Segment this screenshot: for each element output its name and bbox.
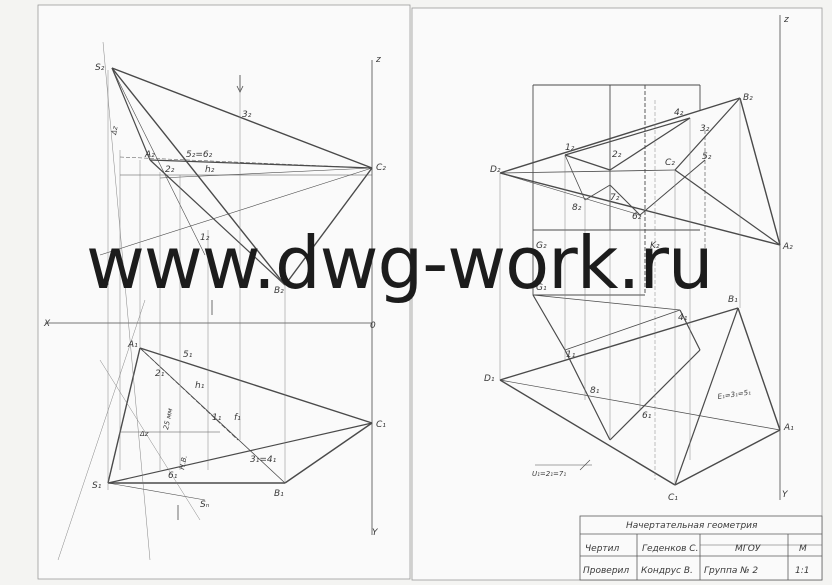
right-label-b2: B₂ [743, 93, 753, 103]
right-label-point-4-2: 4₂ [674, 108, 684, 118]
right-label-point-6-2: 6₂ [632, 212, 642, 222]
left-drawing [45, 41, 373, 561]
right-label-point-2-2: 2₂ [612, 150, 622, 160]
right-label-point-5-2: 5₂ [702, 152, 712, 162]
right-label-d1: D₁ [484, 374, 495, 384]
right-label-point-7-2: 7₂ [610, 193, 620, 203]
label-a2: A₂ [144, 150, 155, 160]
label-point-1-2: 1₂ [200, 233, 210, 243]
right-label-point-8-1: 8₁ [590, 386, 600, 396]
label-point-2-1: 2₁ [155, 369, 165, 379]
right-labels: z Y D₂ 1₂ 2₂ C₂ 4₂ 3₂ B₂ 5₂ 8₂ 7₂ 6₂ A₂ … [484, 15, 794, 503]
right-label-point-3-2: 3₂ [700, 124, 710, 134]
title-block-checked-name: Кондрус В. [641, 566, 693, 576]
label-point-2-2: 2₂ [165, 165, 175, 175]
label-point-3-2: 3₂ [242, 110, 252, 120]
label-y-axis: Y [372, 528, 379, 538]
title-block-drew-name: Геденков С. [642, 544, 698, 554]
right-label-k2: K₂ [650, 241, 660, 251]
right-label-point-4-1: 4₁ [678, 313, 688, 323]
label-a1: A₁ [127, 340, 138, 350]
label-d2: D₂ [490, 165, 501, 175]
right-label-a1: A₁ [783, 423, 794, 433]
title-block-group: Группа № 2 [704, 566, 758, 576]
label-delta-z-2: Δz [139, 430, 149, 438]
right-frontal-projection [499, 97, 781, 270]
label-h2: h₂ [205, 165, 215, 175]
label-delta-z: Δz [110, 125, 120, 136]
label-z-axis: z [375, 55, 381, 65]
right-label-g2: G₂ [536, 241, 547, 251]
right-label-a2: A₂ [782, 242, 793, 252]
label-point-6-1: 6₁ [168, 471, 178, 481]
right-label-c2: C₂ [665, 158, 675, 168]
right-label-point-6-1: 6₁ [642, 411, 652, 421]
left-arrows [107, 75, 244, 520]
label-c2: C₂ [376, 163, 386, 173]
left-construction-lines [57, 41, 286, 561]
right-label-u1: U₁=2₁=7₁ [532, 470, 566, 478]
right-horizontal-projection [499, 294, 781, 486]
label-c1: C₁ [376, 420, 386, 430]
right-label-c1: C₁ [668, 493, 678, 503]
frontal-projection [99, 67, 373, 286]
title-block [579, 515, 823, 581]
title-block-org: МГОУ [735, 544, 761, 554]
horizontal-projection [107, 347, 373, 501]
label-x-axis: X [43, 319, 51, 329]
right-sheet-frame [411, 7, 823, 581]
right-label-z-axis: z [783, 15, 789, 25]
title-block-text: Начертательная геометрия Чертил Геденков… [583, 521, 809, 576]
label-f1: f₁ [234, 413, 241, 423]
label-h1: h₁ [195, 381, 205, 391]
label-point-3-4-1: 3₁=4₁ [250, 455, 277, 465]
label-natural-size: H.B. [178, 455, 189, 471]
label-b1: B₁ [274, 489, 284, 499]
right-label-g1: G₁ [536, 283, 547, 293]
label-point-5-1: 5₁ [183, 350, 193, 360]
right-label-b1: B₁ [728, 295, 738, 305]
title-block-scale-label: М [799, 544, 807, 554]
watermark: www.dwg-work.ru [86, 221, 713, 305]
right-drawing [499, 15, 781, 500]
title-block-scale: 1:1 [795, 566, 809, 576]
label-s2: S₂ [95, 63, 105, 73]
label-point-5-6-2: 5₂=6₂ [186, 150, 213, 160]
right-label-y-axis: Y [782, 490, 789, 500]
label-origin: 0 [370, 321, 376, 331]
right-construction-lines [499, 98, 741, 485]
title-block-drew-label: Чертил [585, 544, 620, 554]
label-sn: Sₙ [200, 500, 210, 510]
right-label-point-1-1: 1₁ [566, 350, 576, 360]
label-point-1-1: 1₁ [212, 413, 222, 423]
right-label-point-8-2: 8₂ [572, 203, 582, 213]
label-b2: B₂ [274, 286, 284, 296]
title-block-checked-label: Проверил [583, 566, 629, 576]
label-s1: S₁ [92, 481, 102, 491]
right-label-point-1-2: 1₂ [565, 143, 575, 153]
title-block-subject: Начертательная геометрия [626, 521, 758, 531]
